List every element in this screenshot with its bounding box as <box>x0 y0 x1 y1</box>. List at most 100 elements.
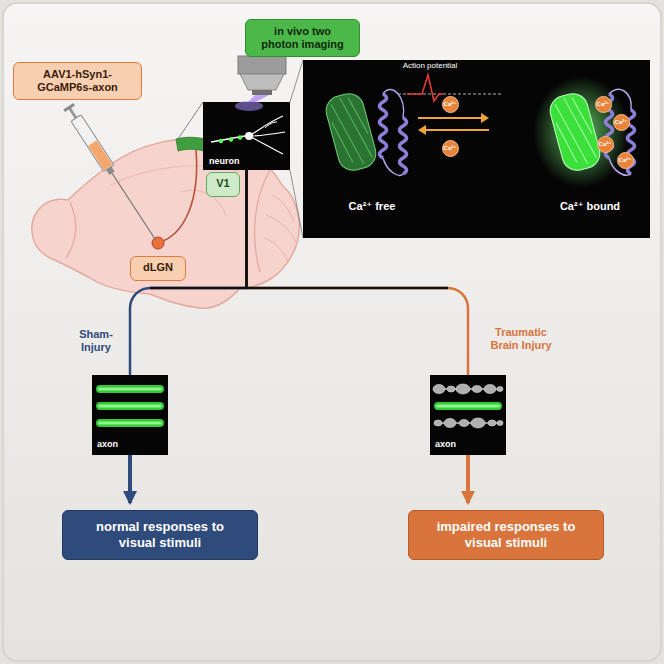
text-holder: AAV1-hSyn1-GCaMP6s-axon <box>21 68 134 94</box>
text-holder: Ca²⁺ bound <box>490 200 664 213</box>
axon-panel: axon <box>430 375 506 455</box>
calcium-ion: Ca²⁺ <box>617 152 634 169</box>
gfp-barrel-free <box>323 90 379 173</box>
syringe-barrel <box>71 115 114 172</box>
text-holder: normal responses to visual stimuli <box>80 519 240 550</box>
text-holder: Ca²⁺ <box>619 157 632 163</box>
connectors <box>130 170 468 503</box>
unbinding-arrowhead <box>418 125 426 135</box>
barrel-body <box>323 90 379 173</box>
neuron-illustration <box>203 101 290 170</box>
axon-swellings <box>434 418 503 428</box>
laser-spot <box>235 101 263 111</box>
text-holder: Action potential <box>330 61 530 70</box>
axon-panel-ground <box>92 375 168 455</box>
needle-hub <box>106 167 114 175</box>
needle <box>112 173 156 240</box>
panel-caption: neuron <box>209 156 240 166</box>
ion-label: Ca²⁺ <box>619 157 632 163</box>
outcome-box: impaired responses to visual stimuli <box>408 510 604 560</box>
cerebellum-boundary <box>255 170 270 272</box>
axon-bead <box>456 384 470 394</box>
panel-caption: axon <box>97 439 118 449</box>
binding-arrow <box>418 117 481 119</box>
dendrite <box>265 122 277 128</box>
outcome-text: impaired responses to visual stimuli <box>426 519 586 550</box>
panel-caption: axon <box>435 439 456 449</box>
trunk-lines <box>150 170 448 288</box>
dendrite <box>249 132 285 136</box>
zoom-panel: Ca²⁺Ca²⁺Ca²⁺Ca²⁺Ca²⁺Ca²⁺Action potential… <box>303 60 650 238</box>
gcamp-bouton <box>238 135 242 139</box>
axon-bead <box>484 385 496 394</box>
figure-ground <box>3 3 661 661</box>
flow-arrow <box>128 455 132 503</box>
barrel-strands <box>326 93 375 169</box>
region-name: dLGN <box>143 261 173 274</box>
axon-bead <box>497 387 503 392</box>
zoom-line <box>290 60 303 102</box>
text-holder: Ca²⁺ <box>444 101 457 107</box>
microscope-body <box>238 56 286 74</box>
text-holder: Ca²⁺ free <box>272 200 472 213</box>
text-holder: axon <box>435 439 456 449</box>
virus-liquid <box>88 140 112 170</box>
calmodulin-helix <box>400 118 407 174</box>
unbinding-arrow <box>426 129 489 131</box>
sham-axon-illustration <box>92 375 168 455</box>
calcium-ion: Ca²⁺ <box>442 96 459 113</box>
axon-bead <box>447 386 455 392</box>
condition-label: Traumatic Brain Injury <box>480 326 562 352</box>
calmodulin-loop <box>383 90 404 176</box>
zoom-line <box>290 170 303 238</box>
calcium-ion: Ca²⁺ <box>442 140 459 157</box>
ion-label: Ca²⁺ <box>599 141 612 147</box>
axon-bead <box>497 421 503 426</box>
zoom-line <box>178 102 203 139</box>
calcium-ion: Ca²⁺ <box>595 96 612 113</box>
axon-highlight <box>98 388 162 391</box>
axon-bead <box>488 420 496 426</box>
dlgn-nucleus <box>152 237 164 249</box>
virus-box: AAV1-hSyn1-GCaMP6s-axon <box>13 62 142 100</box>
text-holder: Ca²⁺ <box>615 119 628 125</box>
axon-bead <box>471 418 485 428</box>
virus-text: AAV1-hSyn1-GCaMP6s-axon <box>21 68 134 94</box>
method-box: in vivo two photon imaging <box>245 19 360 57</box>
objective-tip <box>252 90 272 95</box>
region-label-box: dLGN <box>130 256 186 281</box>
ion-label: Ca²⁺ <box>615 119 628 125</box>
text-holder: Ca²⁺ <box>444 145 457 151</box>
gcamp-bouton <box>229 137 233 141</box>
axon-bead <box>459 420 469 427</box>
axon-panel-ground <box>430 375 506 455</box>
action-potential-trace <box>407 75 443 101</box>
olfactory-boundary <box>66 202 76 258</box>
dendrite <box>249 136 283 154</box>
outcome-box: normal responses to visual stimuli <box>62 510 258 560</box>
text-holder: Ca²⁺ <box>599 141 612 147</box>
calcium-ion: Ca²⁺ <box>597 136 614 153</box>
panel-caption: Ca²⁺ free <box>272 200 472 213</box>
text-holder: neuron <box>209 156 240 166</box>
soma <box>245 132 253 140</box>
healthy-axon <box>434 402 502 410</box>
plunger-cap <box>63 103 75 112</box>
binding-arrowhead <box>481 113 489 123</box>
condition-label: Sham-Injury <box>68 328 124 354</box>
label-holder: Traumatic Brain Injury <box>480 326 562 352</box>
region-label-box: V1 <box>206 172 240 197</box>
calmodulin-helix <box>380 94 387 158</box>
flow-arrow <box>466 455 470 503</box>
barrel-strands <box>550 93 599 169</box>
label-holder: Sham-Injury <box>68 328 124 354</box>
axon-bead <box>434 420 442 426</box>
text-holder: dLGN <box>143 261 173 274</box>
method-text: in vivo two photon imaging <box>255 25 351 51</box>
panel-caption: Action potential <box>330 61 530 70</box>
cerebellum-fold <box>272 195 294 222</box>
thalamocortical-projection <box>158 150 197 243</box>
